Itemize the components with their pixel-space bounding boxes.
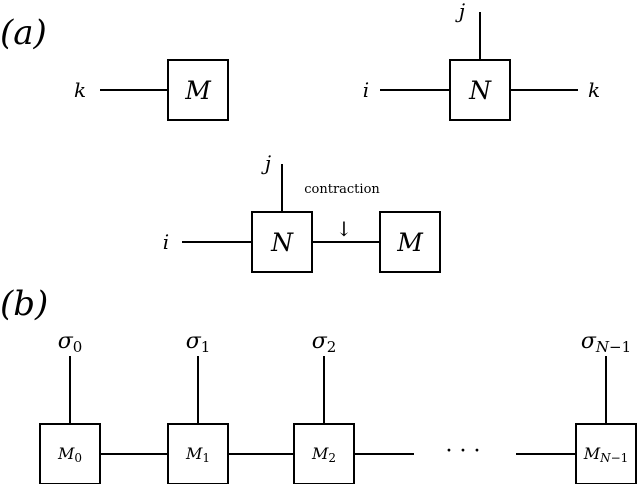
- contraction-arrow-icon: ↓: [336, 217, 353, 241]
- mps-site: M1 σ1: [167, 329, 229, 484]
- contraction-m-label: M: [396, 228, 424, 257]
- mps-tensor-sub-rest: −1: [611, 451, 629, 465]
- mps-physical-label: σ1: [186, 329, 211, 356]
- mps-tensor-box: [293, 423, 355, 484]
- contraction-leg-top-label: j: [261, 151, 271, 175]
- mps-tensor-base: M: [185, 444, 203, 463]
- mps-site: M2 σ2: [293, 329, 355, 484]
- contraction-caption: contraction: [304, 182, 380, 197]
- contraction-m-box: [379, 211, 441, 273]
- tensor-m-leg-label: k: [74, 78, 86, 102]
- mps-tensor-label: M0: [57, 444, 82, 465]
- mps-tensor-base: M: [311, 444, 329, 463]
- mps-tensor-box: [575, 423, 637, 484]
- mps-physical-base: σ: [581, 329, 597, 354]
- contraction-leg-left-label: i: [163, 230, 169, 254]
- mps-physical-base: σ: [312, 329, 328, 354]
- tensor-m-diagram: M k: [74, 59, 229, 121]
- mps-tensor-sub-var: N: [599, 451, 611, 465]
- tensor-n-diagram: N i j k: [363, 0, 600, 121]
- mps-physical-label: σN−1: [581, 329, 631, 356]
- mps-physical-sub-rest: −1: [609, 338, 631, 356]
- contraction-diagram: N M i j contraction ↓: [163, 151, 441, 273]
- mps-tensor-label: M2: [311, 444, 336, 465]
- mps-physical-sub: 2: [327, 338, 337, 356]
- mps-ellipsis: · · ·: [446, 439, 481, 464]
- tensor-n-leg-top-label: j: [455, 0, 465, 23]
- mps-chain: · · · M0 σ0 M1 σ1 M2 σ2 MN−1 σN−1: [39, 329, 637, 484]
- mps-physical-sub: 0: [73, 338, 83, 356]
- mps-tensor-label: M1: [185, 444, 210, 465]
- mps-physical-sub: 1: [201, 338, 211, 356]
- mps-tensor-sub: 0: [74, 451, 82, 465]
- tensor-n-leg-right-label: k: [588, 78, 600, 102]
- mps-site-last: MN−1 σN−1: [575, 329, 637, 484]
- mps-tensor-box: [167, 423, 229, 484]
- panel-b-label: (b): [0, 284, 48, 324]
- contraction-n-box: [251, 211, 313, 273]
- mps-physical-label: σ0: [58, 329, 83, 356]
- tensor-n-leg-left-label: i: [363, 78, 369, 102]
- mps-tensor-base: M: [583, 444, 601, 463]
- mps-tensor-sub: 1: [202, 451, 210, 465]
- tensor-n-box: [449, 59, 511, 121]
- tensor-m-box: [167, 59, 229, 121]
- tensor-m-label: M: [184, 76, 212, 105]
- mps-physical-base: σ: [58, 329, 74, 354]
- panel-a-label: (a): [0, 13, 47, 53]
- mps-physical-sub-var: N: [595, 338, 610, 356]
- tensor-n-label: N: [468, 76, 492, 105]
- mps-site: M0 σ0: [39, 329, 101, 484]
- mps-tensor-box: [39, 423, 101, 484]
- contraction-n-label: N: [270, 228, 294, 257]
- mps-tensor-sub: 2: [328, 451, 336, 465]
- mps-physical-label: σ2: [312, 329, 337, 356]
- mps-physical-base: σ: [186, 329, 202, 354]
- mps-tensor-base: M: [57, 444, 75, 463]
- mps-tensor-label: MN−1: [583, 444, 629, 465]
